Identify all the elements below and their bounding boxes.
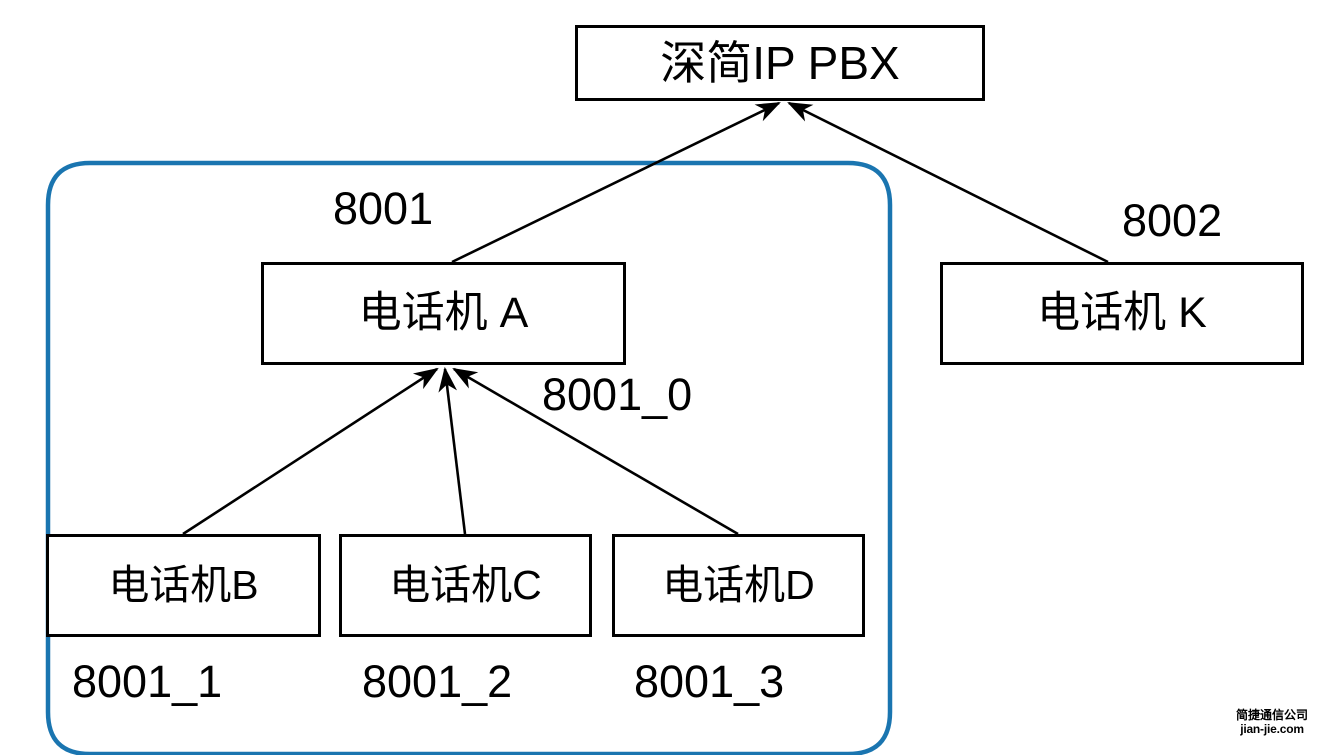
watermark-url: jian-jie.com bbox=[1240, 721, 1304, 736]
node-ip-pbx[interactable]: 深简IP PBX bbox=[575, 25, 985, 101]
watermark: 简捷通信公司 jian-jie.com bbox=[1222, 708, 1322, 737]
node-phone-d[interactable]: 电话机D bbox=[612, 534, 865, 637]
extension-label-8001-3: 8001_3 bbox=[634, 656, 785, 707]
extension-label-8001-0: 8001_0 bbox=[542, 369, 693, 420]
node-phone-c[interactable]: 电话机C bbox=[339, 534, 592, 637]
node-phone-a[interactable]: 电话机 A bbox=[261, 262, 626, 365]
node-phone-k[interactable]: 电话机 K bbox=[940, 262, 1304, 365]
extension-group-outline bbox=[45, 160, 893, 755]
connector-phone-b-to-phone-a bbox=[182, 367, 439, 536]
connector-phone-a-to-pbx bbox=[451, 101, 781, 264]
node-phone-k-label: 电话机 K bbox=[1037, 289, 1207, 337]
connector-phone-d-to-phone-a bbox=[452, 367, 739, 536]
connector-phone-k-to-pbx bbox=[787, 101, 1109, 264]
node-phone-b[interactable]: 电话机B bbox=[46, 534, 321, 637]
node-phone-d-label: 电话机D bbox=[662, 562, 815, 608]
node-phone-b-label: 电话机B bbox=[108, 562, 259, 608]
extension-label-8002: 8002 bbox=[1122, 195, 1223, 246]
node-phone-c-label: 电话机C bbox=[389, 562, 542, 608]
connector-phone-c-to-phone-a bbox=[438, 366, 467, 535]
watermark-company: 简捷通信公司 bbox=[1235, 708, 1308, 722]
extension-label-8001: 8001 bbox=[333, 183, 434, 234]
extension-label-8001-2: 8001_2 bbox=[362, 656, 513, 707]
extension-label-8001-1: 8001_1 bbox=[72, 656, 223, 707]
node-ip-pbx-label: 深简IP PBX bbox=[660, 37, 900, 89]
node-phone-a-label: 电话机 A bbox=[358, 289, 529, 337]
